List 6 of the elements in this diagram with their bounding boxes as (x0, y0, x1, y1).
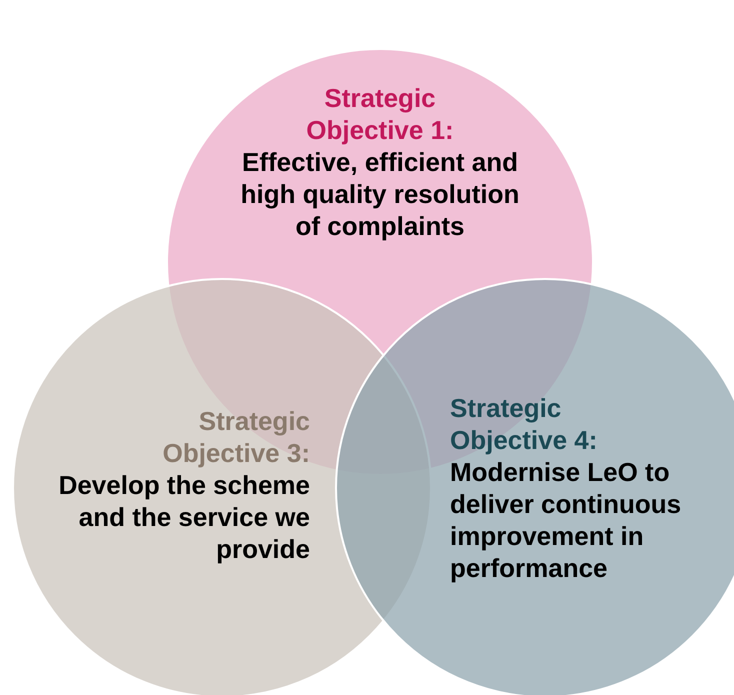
objective-heading: Strategic Objective 1: (305, 82, 455, 146)
objective-heading: Strategic Objective 4: (450, 392, 598, 456)
objective-text: Effective, efficient and high quality resolution of complaints (240, 146, 520, 242)
objective-text: Modernise LeO to deliver continuous improvement in performance (450, 456, 682, 584)
objective-text: Develop the scheme and the service we provide (58, 469, 310, 565)
objective-heading: Strategic Objective 3: (162, 405, 310, 469)
